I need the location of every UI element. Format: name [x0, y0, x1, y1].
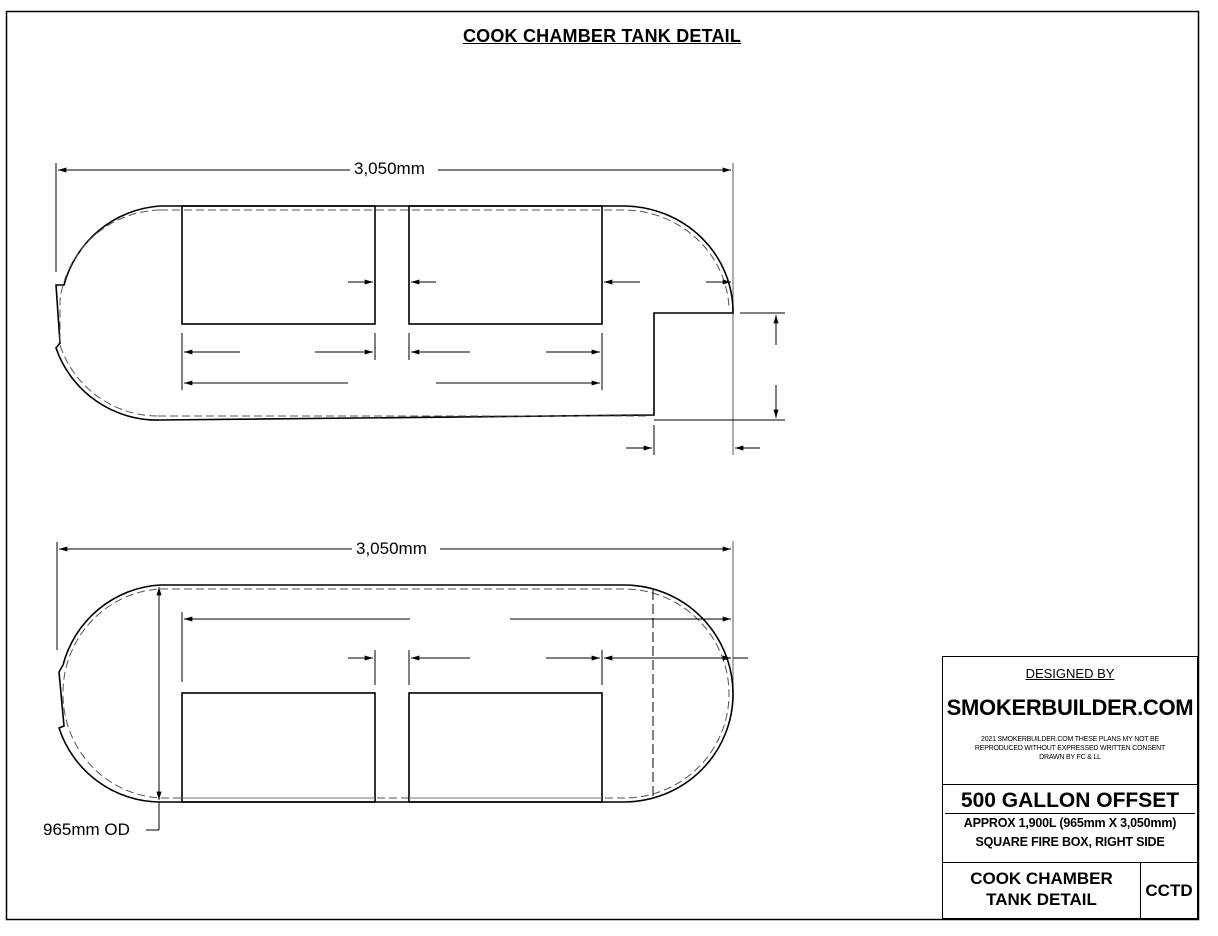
notice-line-2: REPRODUCED WITHOUT EXPRESSED WRITTEN CON…: [974, 745, 1166, 752]
sheet-title-line-2: TANK DETAIL: [986, 890, 1097, 909]
title-block-designer: DESIGNED BY SMOKERBUILDER.COM 2021 SMOKE…: [943, 657, 1197, 785]
top-view: [55, 163, 785, 455]
diameter-label: 965mm OD: [43, 820, 130, 839]
top-overall-length-label: 3,050mm: [351, 159, 428, 179]
copyright-notice: 2021 SMOKERBUILDER.COM THESE PLANS MY NO…: [943, 735, 1197, 762]
project-config: SQUARE FIRE BOX, RIGHT SIDE: [975, 835, 1165, 849]
title-block-project: 500 GALLON OFFSET APPROX 1,900L (965mm X…: [943, 785, 1197, 863]
designed-by-label: DESIGNED BY: [1025, 666, 1115, 681]
notice-line-1: 2021 SMOKERBUILDER.COM THESE PLANS MY NO…: [981, 736, 1159, 743]
sheet-title-line-1: COOK CHAMBER: [970, 869, 1113, 888]
title-block: DESIGNED BY SMOKERBUILDER.COM 2021 SMOKE…: [942, 656, 1198, 919]
bottom-view: [56, 541, 748, 831]
sheet-title: COOK CHAMBER TANK DETAIL: [943, 863, 1141, 918]
drawn-by: DRAWN BY FC & LL: [1039, 754, 1101, 761]
company-name: SMOKERBUILDER.COM: [946, 695, 1194, 720]
page-title: COOK CHAMBER TANK DETAIL: [462, 26, 742, 46]
sheet-code: CCTD: [1145, 880, 1193, 900]
title-block-sheet: COOK CHAMBER TANK DETAIL CCTD: [943, 863, 1197, 918]
bottom-overall-length-label: 3,050mm: [353, 539, 430, 559]
sheet-border: [5, 10, 1200, 921]
project-title: 500 GALLON OFFSET: [945, 789, 1195, 814]
project-spec: APPROX 1,900L (965mm X 3,050mm): [963, 816, 1177, 830]
